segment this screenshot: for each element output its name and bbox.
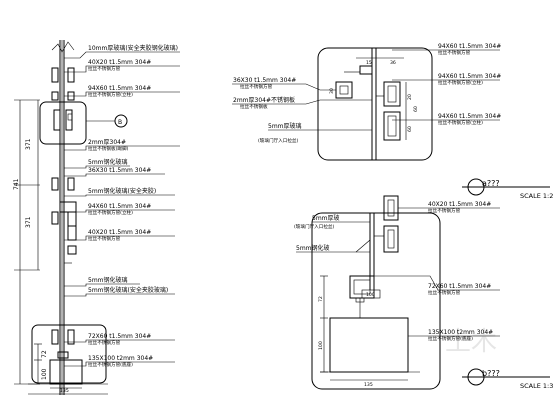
callout-sublabel: 拉丝不锈钢方管(立柱): [88, 209, 133, 216]
dim-text: 60: [407, 126, 413, 132]
detail-a: 15 36 30 20 60 60: [232, 47, 500, 161]
callout-sublabel: 拉丝不锈钢方管: [240, 83, 273, 90]
callout-sublabel: 拉丝不锈钢方管(立柱): [88, 91, 133, 98]
callout-sublabel: (玻璃门厅入口拉丝): [258, 137, 299, 144]
dim-text: 371: [25, 216, 32, 228]
callout-label: 94X60 t1.5mm 304#: [438, 73, 501, 80]
scale-text: SCALE 1:3: [520, 382, 553, 390]
left-elevation-labels: 10mm厚玻璃(安全夹胶钢化玻璃) 40X20 t1.5mm 304# 拉丝不锈…: [88, 44, 178, 368]
detail-a-title: a??? SCALE 1:2: [462, 178, 553, 200]
callout-label: 40X20 t1.5mm 304#: [88, 229, 151, 236]
callout-label: 5mm厚玻璃: [268, 122, 302, 130]
callout-sublabel: 拉丝不锈钢板: [240, 103, 268, 110]
callout-label: 72X60 t1.5mm 304#: [88, 333, 151, 340]
callout-label: 10mm厚玻璃(安全夹胶钢化玻璃): [88, 44, 178, 52]
callout-label: 36X30 t1.5mm 304#: [88, 167, 151, 174]
detail-b-title: b??? SCALE 1:3: [462, 368, 553, 390]
callout-sublabel: 拉丝不锈钢方管: [88, 339, 121, 346]
callout-sublabel: 拉丝不锈钢板(踢脚): [88, 145, 129, 152]
dim-text: 30: [329, 88, 335, 94]
callout-label: 94X60 t1.5mm 304#: [88, 203, 151, 210]
callout-label: 135X100 t2mm 304#: [88, 355, 153, 362]
left-elevation: B 371 741 371 72 100 135: [13, 40, 180, 395]
callout-sublabel: 拉丝不锈钢方管: [428, 289, 461, 296]
callout-sublabel: (玻璃门厅入口拉丝): [294, 223, 335, 230]
dim-text: 72: [41, 350, 48, 358]
callout-sublabel: 拉丝不锈钢方管(底座): [428, 335, 473, 342]
dim-text: 72: [318, 296, 324, 302]
callout-label: 5mm钢化玻: [296, 244, 330, 252]
callout-label: 5mm厚玻: [312, 214, 340, 222]
callout-label: 36X30 t1.5mm 304#: [233, 77, 296, 84]
dim-text: 15: [366, 60, 372, 66]
dim-text: 371: [25, 138, 32, 150]
callout-label: 40X20 t1.5mm 304#: [88, 59, 151, 66]
detail-title-text: a???: [482, 179, 500, 188]
dim-text: 100: [318, 341, 324, 350]
detail-b: 72 100 135 100: [296, 195, 500, 390]
callout-sublabel: 拉丝不锈钢方管: [438, 49, 471, 56]
callout-sublabel: 拉丝不锈钢方管(底座): [88, 361, 133, 368]
callout-label: 94X60 t1.5mm 304#: [438, 113, 501, 120]
callout-label: 135X100 t2mm 304#: [428, 329, 493, 336]
callout-sublabel: 拉丝不锈钢方管: [88, 235, 121, 242]
callout-label: 40X20 t1.5mm 304#: [428, 201, 491, 208]
detail-title-text: b???: [482, 369, 500, 378]
callout-label: 94X60 t1.5mm 304#: [88, 85, 151, 92]
callout-sublabel: 拉丝不锈钢方管(立柱): [438, 79, 483, 86]
dim-text: 100: [366, 292, 375, 298]
dim-text: 36: [390, 60, 396, 66]
callout-sublabel: 拉丝不锈钢方管: [428, 207, 461, 214]
callout-sublabel: 拉丝不锈钢方管(立柱): [438, 119, 483, 126]
dim-text: 135: [364, 382, 373, 388]
callout-label: 5mm钢化玻璃: [88, 158, 128, 166]
dim-text: 741: [13, 178, 20, 190]
detail-a-labels: 36X30 t1.5mm 304# 拉丝不锈钢方管 2mm厚304#不锈钢板 拉…: [233, 43, 501, 144]
callout-label: 2mm厚304#不锈钢板: [233, 96, 295, 104]
dim-text: 135: [60, 388, 69, 394]
dim-text: 60: [413, 106, 419, 112]
scale-text: SCALE 1:2: [520, 192, 553, 200]
callout-label: 5mm钢化玻璃(安全夹胶): [88, 187, 156, 195]
callout-label: 72X60 t1.5mm 304#: [428, 283, 491, 290]
detail-b-labels: 5mm厚玻 (玻璃门厅入口拉丝) 5mm钢化玻 40X20 t1.5mm 304…: [294, 201, 493, 342]
dim-text: 100: [41, 368, 48, 380]
watermark-text: 土木: [445, 327, 497, 357]
callout-label: 2mm厚304#: [88, 139, 126, 146]
callout-b-text: B: [118, 119, 122, 126]
callout-label: 5mm钢化玻璃(安全夹胶玻璃): [88, 286, 168, 294]
callout-sublabel: 拉丝不锈钢方管: [88, 65, 121, 72]
callout-label: 5mm钢化玻璃: [88, 276, 128, 284]
dim-text: 20: [407, 94, 413, 100]
callout-label: 94X60 t1.5mm 304#: [438, 43, 501, 50]
